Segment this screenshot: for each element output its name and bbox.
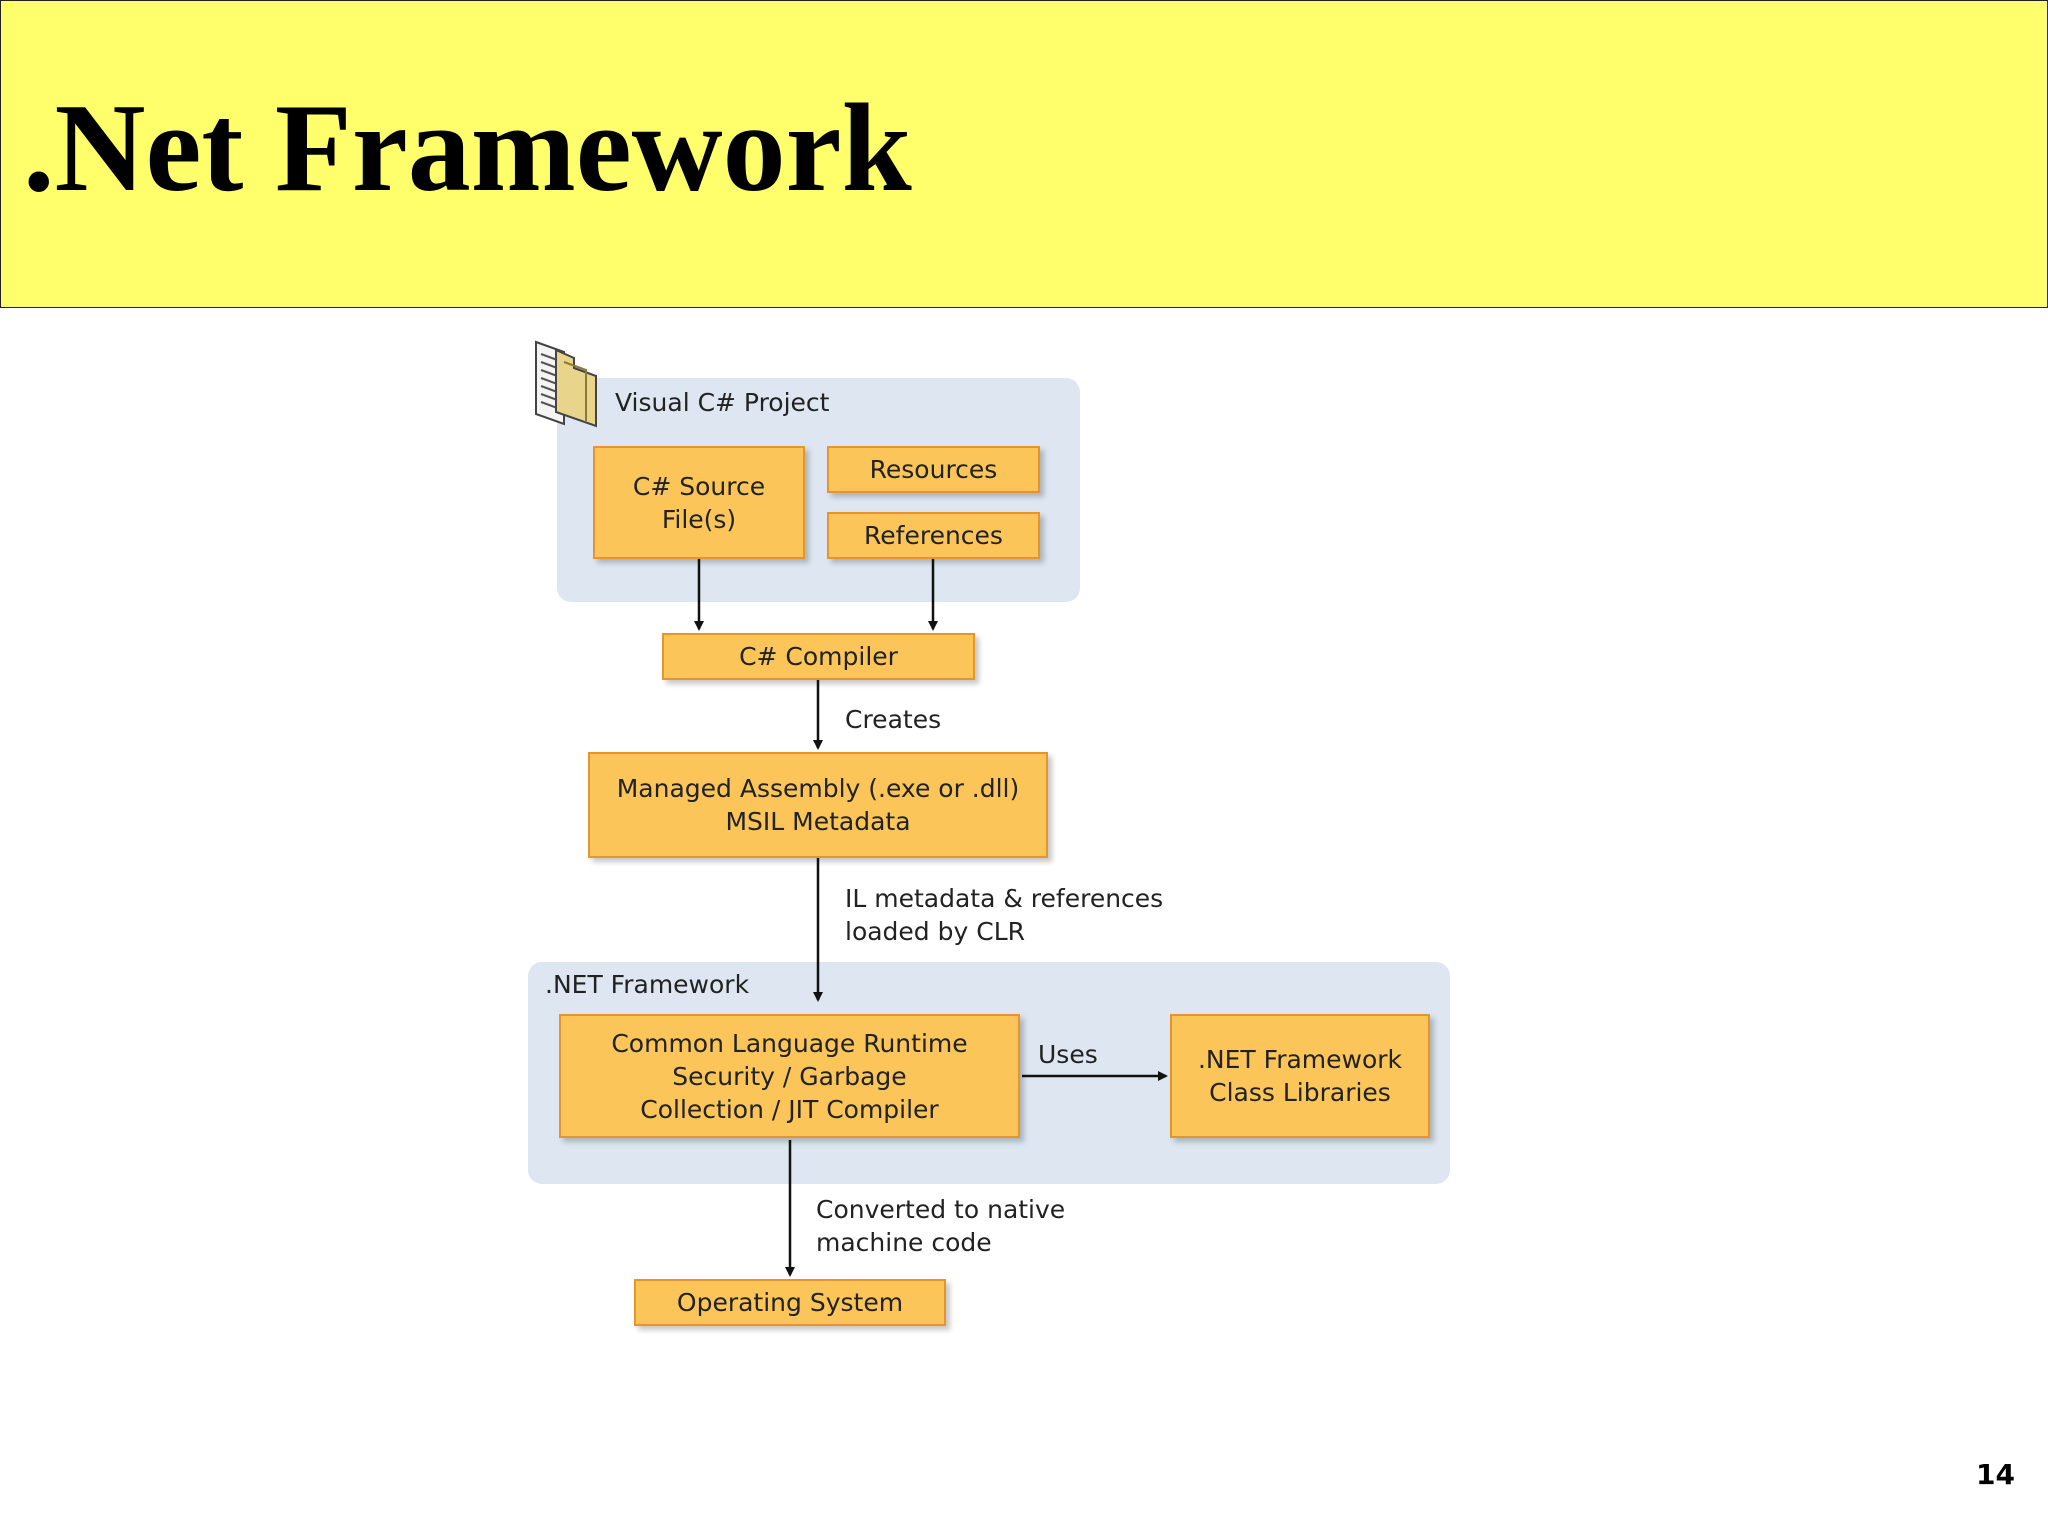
title-bar: .Net Framework — [0, 0, 2048, 308]
dotnet-framework-group-label: .NET Framework — [545, 970, 750, 999]
document-folder-icon — [535, 340, 597, 428]
slide-title: .Net Framework — [23, 79, 912, 218]
page-number: 14 — [1976, 1458, 2015, 1491]
class-libraries-node: .NET Framework Class Libraries — [1170, 1014, 1430, 1138]
creates-label: Creates — [845, 705, 942, 734]
resources-node: Resources — [827, 446, 1040, 493]
csharp-compiler-node: C# Compiler — [662, 633, 975, 680]
operating-system-node: Operating System — [634, 1279, 946, 1326]
uses-label: Uses — [1038, 1040, 1098, 1069]
references-node: References — [827, 512, 1040, 559]
visual-csharp-project-label: Visual C# Project — [615, 388, 830, 417]
converted-label: Converted to native machine code — [816, 1195, 1066, 1257]
managed-assembly-node: Managed Assembly (.exe or .dll) MSIL Met… — [588, 752, 1048, 858]
csharp-source-files-node: C# Source File(s) — [593, 446, 805, 559]
il-metadata-label: IL metadata & references loaded by CLR — [845, 884, 1164, 946]
common-language-runtime-node: Common Language Runtime Security / Garba… — [559, 1014, 1020, 1138]
